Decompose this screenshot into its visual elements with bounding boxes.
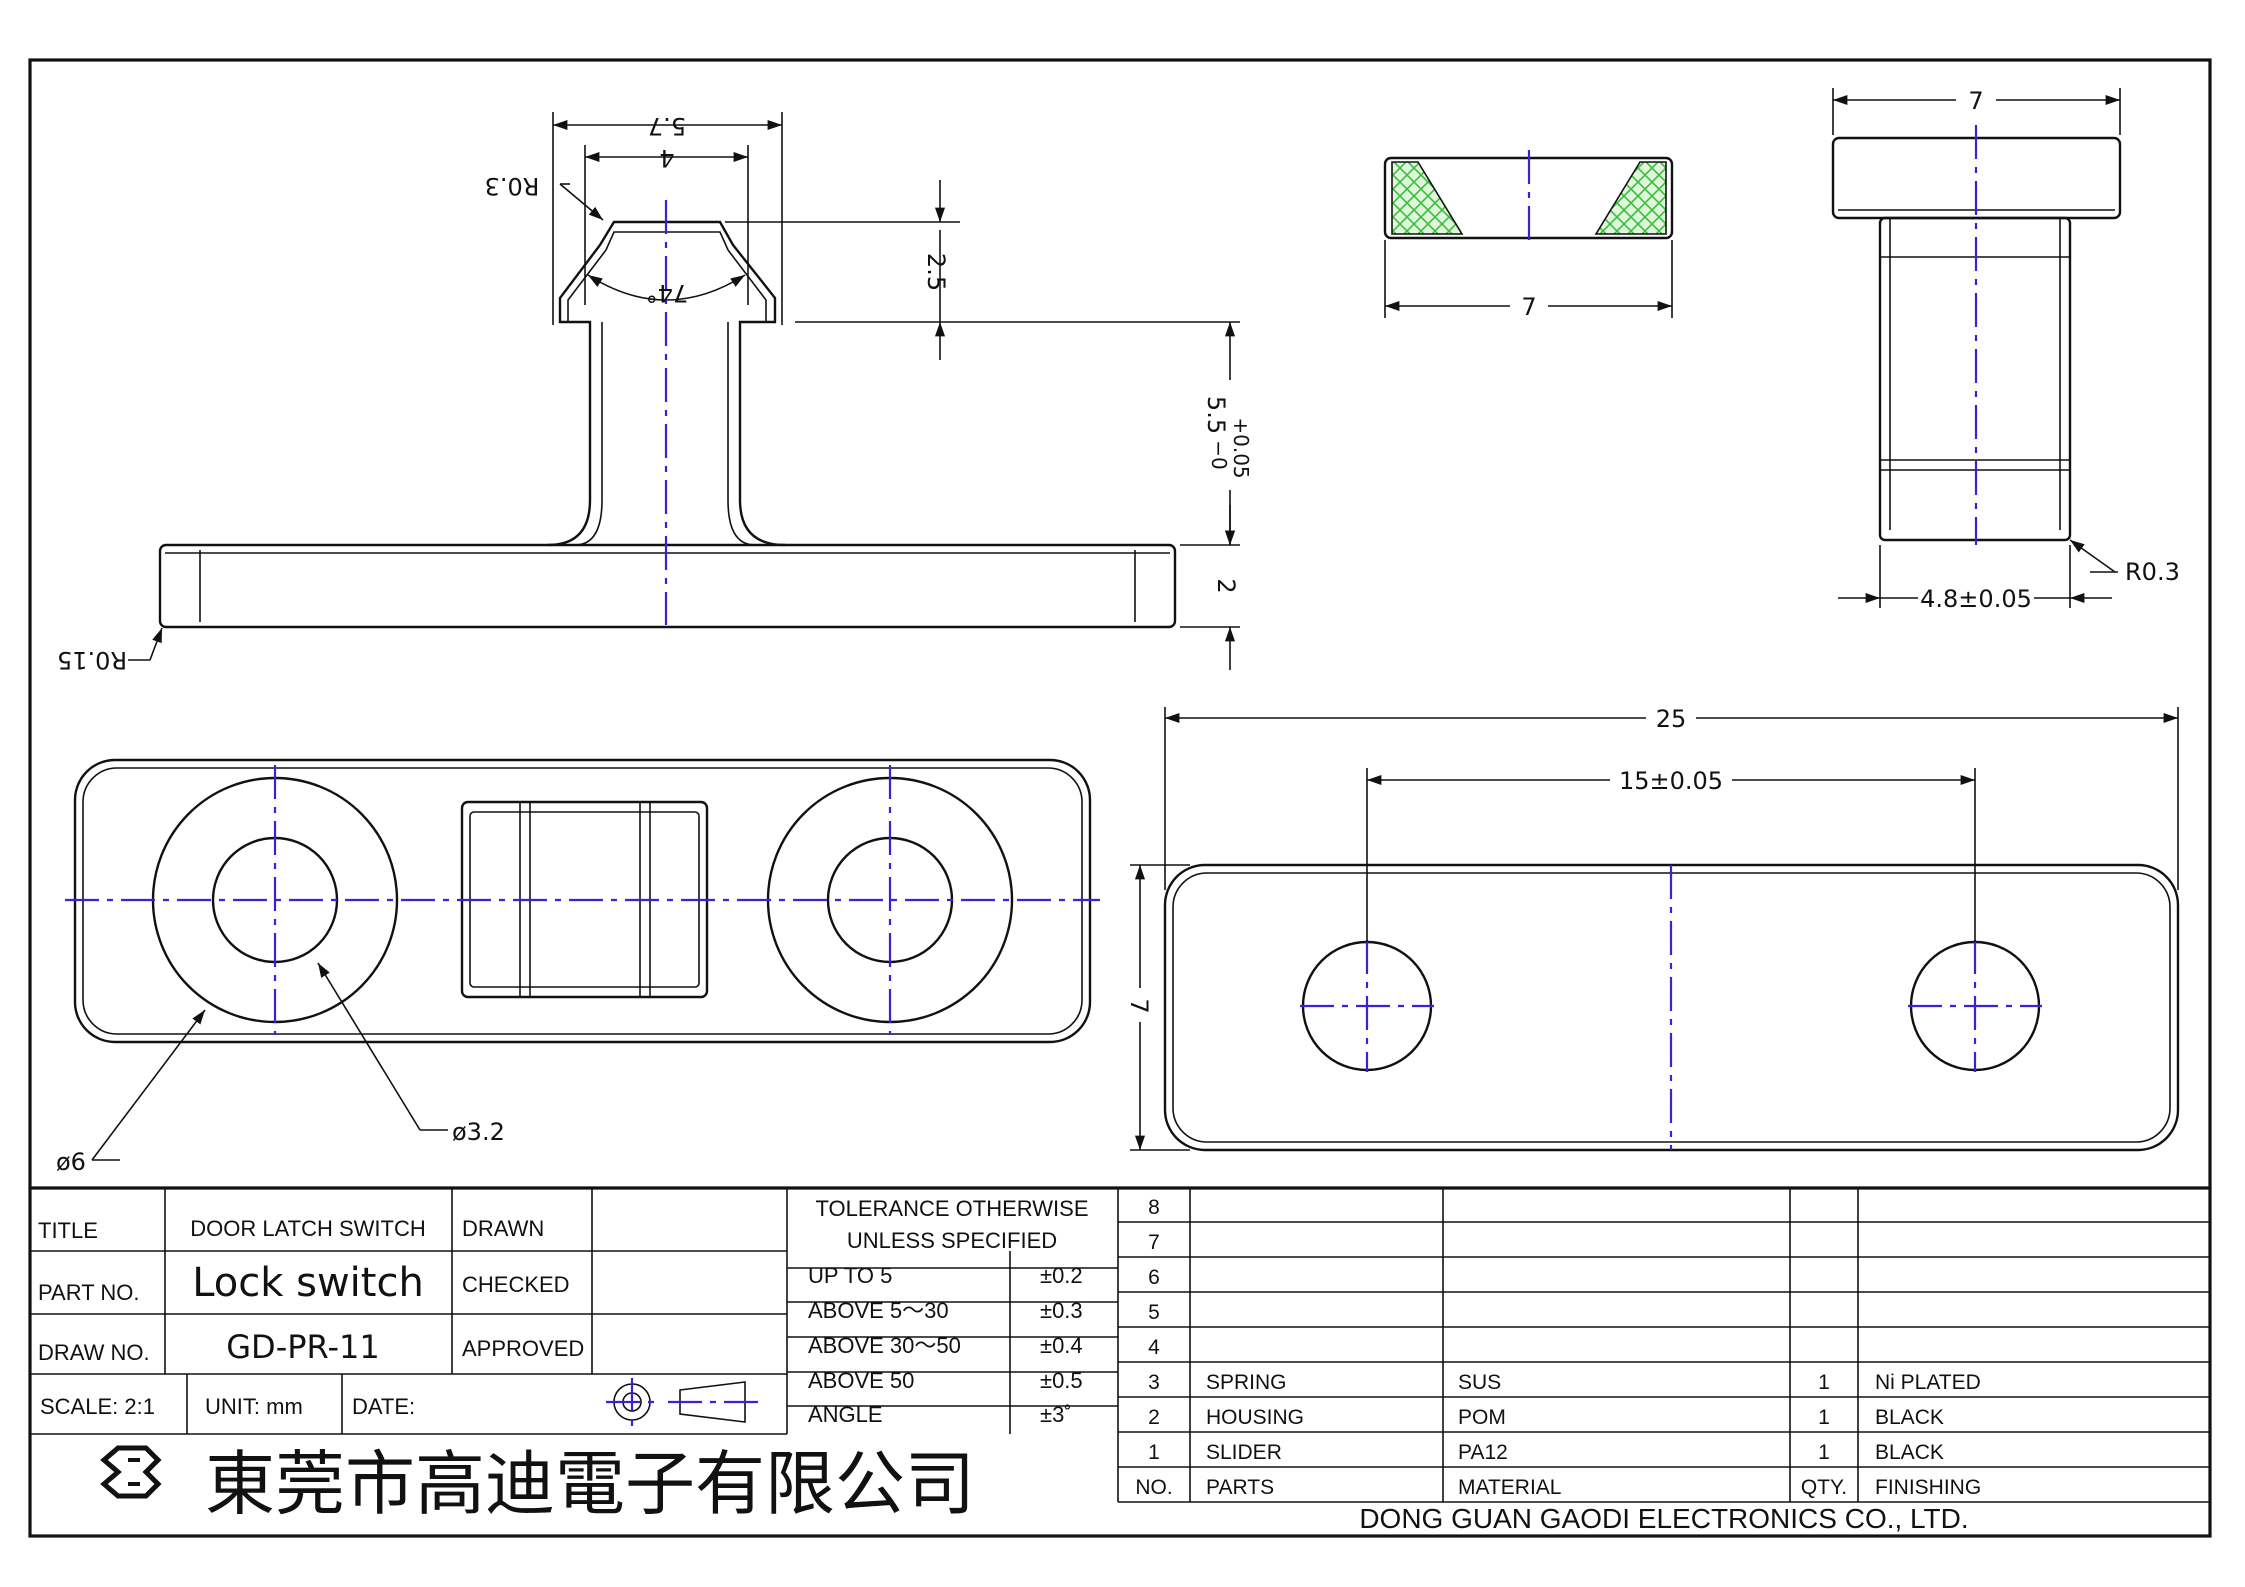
- dim-base-thickness: 2: [1212, 578, 1240, 593]
- bom-no: 8: [1148, 1196, 1160, 1219]
- tb-tolerance-line2: UNLESS SPECIFIED: [847, 1228, 1057, 1253]
- bom-no: 1: [1148, 1441, 1160, 1464]
- front-view: [158, 200, 1177, 629]
- front-base: [158, 543, 1177, 629]
- bom-qty: 1: [1818, 1441, 1830, 1464]
- bom-parts: SPRING: [1206, 1371, 1287, 1394]
- bom-header-qty: QTY.: [1801, 1476, 1847, 1499]
- bom-material: SUS: [1458, 1371, 1501, 1394]
- dim-stem-tol-upper: +0.05: [1229, 417, 1253, 478]
- tb-part-no-label: PART NO.: [38, 1280, 139, 1305]
- tol-range: ABOVE 30～50: [808, 1333, 961, 1358]
- section-view: 7: [1383, 150, 1674, 321]
- dim-head-height: 2.5: [922, 253, 950, 291]
- bom-parts: HOUSING: [1206, 1406, 1304, 1429]
- bom-no: 6: [1148, 1266, 1160, 1289]
- dim-inner-diameter: ø3.2: [452, 1118, 505, 1146]
- bom-qty: 1: [1818, 1406, 1830, 1429]
- title-block: TITLE DOOR LATCH SWITCH PART NO. Lock sw…: [30, 1186, 2210, 1534]
- bottom-view: 25 15±0.05 7: [1125, 705, 2180, 1152]
- company-name-cn: 東莞市高迪電子有限公司: [205, 1443, 975, 1525]
- front-dimensions: 5.7 4 R0.3 74° 2.5 5.5 +0.05 −0 2 R0.15: [57, 112, 1253, 674]
- bom-header-finishing: FINISHING: [1875, 1476, 1981, 1499]
- tb-draw-no-value: GD-PR-11: [226, 1328, 379, 1366]
- bom-finishing: BLACK: [1875, 1406, 1944, 1429]
- tb-tolerance-line1: TOLERANCE OTHERWISE: [815, 1196, 1088, 1221]
- dim-top-outer: 5.7: [648, 112, 686, 140]
- tol-value: ±0.4: [1040, 1333, 1083, 1358]
- top-view: ø6 ø3.2: [56, 758, 1100, 1176]
- tb-title-value: DOOR LATCH SWITCH: [190, 1216, 425, 1241]
- bom-no: 3: [1148, 1371, 1160, 1394]
- bom-no: 4: [1148, 1336, 1160, 1359]
- tb-scale: SCALE: 2:1: [40, 1394, 155, 1419]
- tol-value: ±0.3: [1040, 1298, 1083, 1323]
- dim-side-width: 7: [1968, 87, 1983, 115]
- bom-finishing: Ni PLATED: [1875, 1371, 1981, 1394]
- bom-no: 2: [1148, 1406, 1160, 1429]
- bom-material: PA12: [1458, 1441, 1508, 1464]
- dim-outer-diameter: ø6: [56, 1148, 86, 1176]
- projection-symbol: [606, 1378, 758, 1426]
- dim-side-stem-width: 4.8±0.05: [1920, 585, 2032, 613]
- dim-hole-spacing: 15±0.05: [1619, 767, 1723, 795]
- bom-header-parts: PARTS: [1206, 1476, 1274, 1499]
- tol-range: UP TO 5: [808, 1263, 892, 1288]
- tol-value: ±0.5: [1040, 1368, 1083, 1393]
- bom-no: 7: [1148, 1231, 1160, 1254]
- dim-base-height: 7: [1125, 998, 1153, 1013]
- bom-rows: 8 7 6 5 4 3 SPRING SUS 1 Ni PLATED 2 HOU…: [1135, 1196, 1981, 1499]
- bom-header-material: MATERIAL: [1458, 1476, 1561, 1499]
- company-name-en: DONG GUAN GAODI ELECTRONICS CO., LTD.: [1359, 1503, 1968, 1534]
- tb-approved: APPROVED: [462, 1336, 584, 1361]
- dim-top-inner: 4: [659, 144, 674, 172]
- dim-stem-tol-lower: −0: [1207, 440, 1231, 469]
- tol-range: ABOVE 5～30: [808, 1298, 949, 1323]
- dim-section-width: 7: [1521, 293, 1536, 321]
- bom-qty: 1: [1818, 1371, 1830, 1394]
- side-view: 7 4.8±0.05 R0.3: [1831, 87, 2180, 613]
- tb-unit: UNIT: mm: [205, 1394, 303, 1419]
- company-logo: [100, 1445, 162, 1499]
- tolerance-rows: UP TO 5 ±0.2 ABOVE 5～30 ±0.3 ABOVE 30～50…: [787, 1263, 1118, 1427]
- tb-checked: CHECKED: [462, 1272, 570, 1297]
- bom-header-no: NO.: [1135, 1476, 1172, 1499]
- dim-base-length: 25: [1656, 705, 1687, 733]
- dim-fillet-top: R0.3: [485, 172, 540, 200]
- front-stem: [547, 220, 786, 547]
- tol-range: ANGLE: [808, 1402, 883, 1427]
- bom-no: 5: [1148, 1301, 1160, 1324]
- tol-range: ABOVE 50: [808, 1368, 914, 1393]
- dim-stem-height: 5.5: [1202, 396, 1230, 434]
- tol-value: ±0.2: [1040, 1263, 1083, 1288]
- tb-date: DATE:: [352, 1394, 415, 1419]
- bom-parts: SLIDER: [1206, 1441, 1282, 1464]
- bom-finishing: BLACK: [1875, 1441, 1944, 1464]
- dim-side-fillet: R0.3: [2125, 558, 2180, 586]
- bom-material: POM: [1458, 1406, 1506, 1429]
- tb-draw-no-label: DRAW NO.: [38, 1340, 150, 1365]
- tb-title-label: TITLE: [38, 1218, 98, 1243]
- sheet-border: [28, 58, 2212, 1538]
- tb-drawn: DRAWN: [462, 1216, 544, 1241]
- tol-value: ±3˚: [1040, 1402, 1072, 1427]
- tb-part-no-value: Lock switch: [192, 1260, 424, 1306]
- dim-chamfer-angle: 74°: [646, 279, 689, 307]
- dim-base-fillet: R0.15: [57, 646, 127, 674]
